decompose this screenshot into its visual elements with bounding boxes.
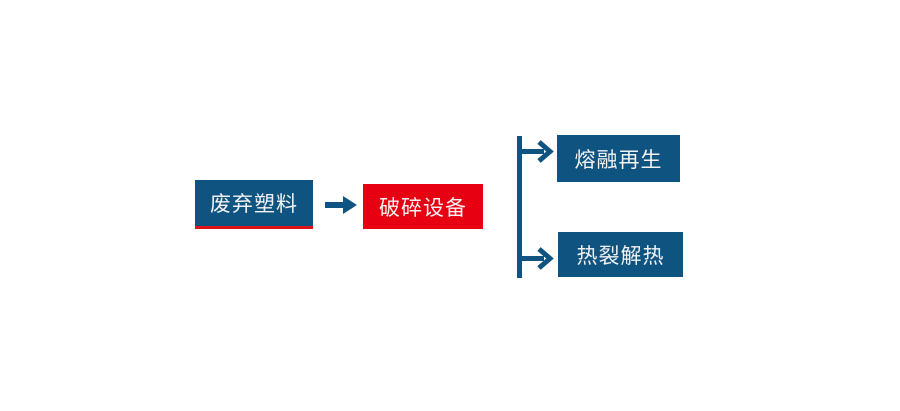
branch-connector [517, 136, 554, 278]
branch-bottom-right-arrow-icon [537, 247, 554, 270]
node-melt-regeneration-label: 熔融再生 [574, 148, 663, 172]
node-waste-plastic: 废弃塑料 [195, 180, 313, 229]
node-crushing-equipment-label: 破碎设备 [379, 196, 467, 220]
arrow-shaft [325, 202, 343, 208]
vertical-connector-line [517, 136, 522, 278]
node-pyrolysis-heat: 热裂解热 [558, 232, 683, 277]
branch-bottom-arrow-shaft [522, 256, 544, 261]
node-crushing-equipment: 破碎设备 [363, 184, 483, 229]
branch-top-arrow-shaft [522, 149, 544, 154]
arrow-head [343, 196, 357, 214]
branch-top-right-arrow-icon [537, 140, 554, 163]
node-melt-regeneration: 熔融再生 [557, 135, 680, 182]
node-waste-plastic-label: 废弃塑料 [210, 193, 298, 216]
node-pyrolysis-heat-label: 热裂解热 [576, 244, 665, 268]
right-arrow-icon [325, 196, 357, 214]
